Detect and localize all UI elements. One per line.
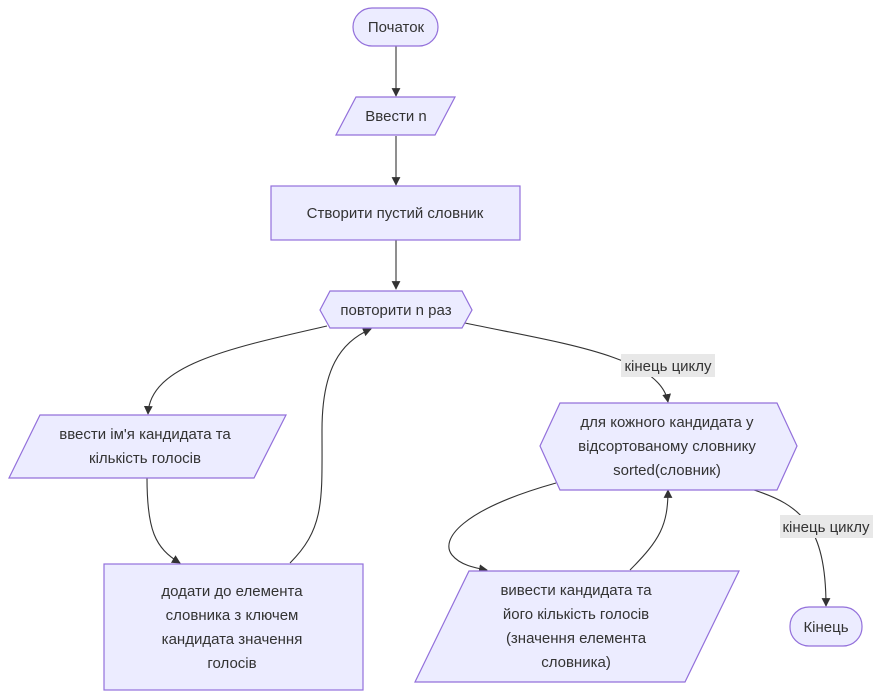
- node-label: Створити пустий словник: [307, 205, 484, 222]
- edge-add-to-loop-back: [289, 328, 372, 564]
- node-start: Початок: [352, 7, 439, 47]
- node-label-line: sorted(словник): [613, 462, 721, 479]
- edge-loop-to-loop-candidates: [464, 322, 671, 403]
- node-output-candidate: вивести кандидата та його кількість голос…: [414, 570, 740, 683]
- node-create-dictionary: Створити пустий словник: [270, 185, 521, 241]
- edge-label-loop-end-2: кінець циклу: [780, 515, 873, 538]
- node-label: Початок: [368, 19, 425, 36]
- edge-output-to-loop-candidates-back: [629, 489, 673, 571]
- node-label-line: словника з ключем: [166, 607, 299, 624]
- node-label-line: повторити n раз: [340, 302, 451, 319]
- node-label-line: Створити пустий словник: [307, 205, 484, 222]
- node-add-to-dictionary: додати до елемента словника з ключем канди…: [103, 563, 364, 691]
- node-label: Ввести n: [365, 108, 426, 125]
- node-label-line: додати до елемента: [161, 583, 303, 600]
- node-end: Кінець: [789, 606, 863, 647]
- node-label-line: ввести ім'я кандидата та: [59, 426, 231, 443]
- node-label: повторити n раз: [340, 302, 451, 319]
- node-label-line: відсортованому словнику: [578, 438, 756, 455]
- edge-loop-candidates-to-end: [753, 489, 831, 607]
- node-label-line: для кожного кандидата у: [580, 414, 754, 431]
- node-label-line: вивести кандидата та: [500, 582, 652, 599]
- node-label-line: його кількість голосів: [503, 606, 649, 623]
- node-label: для кожного кандидата у відсортованому сл…: [578, 414, 756, 479]
- node-label-line: Кінець: [803, 619, 848, 636]
- node-label: ввести ім'я кандидата та кількість голосі…: [59, 426, 231, 467]
- node-label-line: голосів: [207, 655, 256, 672]
- edge-input-candidate-to-add: [146, 477, 181, 564]
- node-label-line: кількість голосів: [89, 450, 201, 467]
- edge-label-text: кінець циклу: [782, 519, 870, 536]
- node-label-line: кандидата значення: [162, 631, 303, 648]
- node-label-line: словника): [541, 654, 611, 671]
- node-input-candidate: ввести ім'я кандидата та кількість голосі…: [8, 414, 287, 479]
- node-label-line: (значення елемента: [506, 630, 647, 647]
- edge-loop-to-input-candidate: [143, 325, 328, 415]
- node-loop-n-times: повторити n раз: [319, 290, 473, 329]
- node-label-line: Початок: [368, 19, 425, 36]
- node-label: додати до елемента словника з ключем канди…: [161, 583, 303, 672]
- node-label-line: Ввести n: [365, 108, 426, 125]
- edge-label-text: кінець циклу: [624, 358, 712, 375]
- node-input-n: Ввести n: [335, 96, 456, 136]
- edge-label-loop-end-1: кінець циклу: [621, 354, 715, 377]
- edges: [143, 46, 831, 607]
- node-label: Кінець: [803, 619, 848, 636]
- node-loop-candidates: для кожного кандидата у відсортованому сл…: [539, 402, 798, 491]
- edge-loop-candidates-to-output: [448, 482, 557, 574]
- node-label: вивести кандидата та його кількість голос…: [500, 582, 652, 671]
